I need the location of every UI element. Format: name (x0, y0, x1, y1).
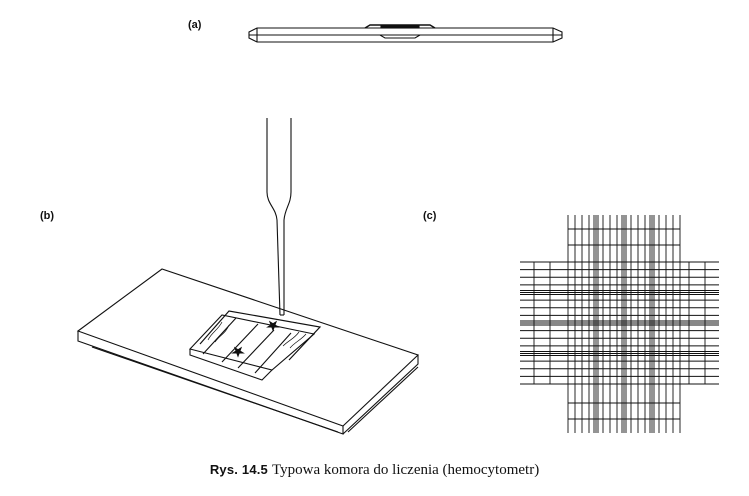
figure-caption: Rys. 14.5 Typowa komora do liczenia (hem… (0, 461, 749, 479)
panel-label-c: (c) (423, 210, 437, 222)
slide-side-view (248, 24, 563, 43)
caption-number: Rys. 14.5 (209, 462, 268, 477)
panel-label-b: (b) (40, 210, 54, 222)
panel-label-a: (a) (188, 19, 202, 31)
slide-perspective-view (76, 118, 420, 435)
counting-grid (520, 215, 719, 433)
caption-text: Typowa komora do liczenia (hemocytometr) (272, 462, 540, 478)
